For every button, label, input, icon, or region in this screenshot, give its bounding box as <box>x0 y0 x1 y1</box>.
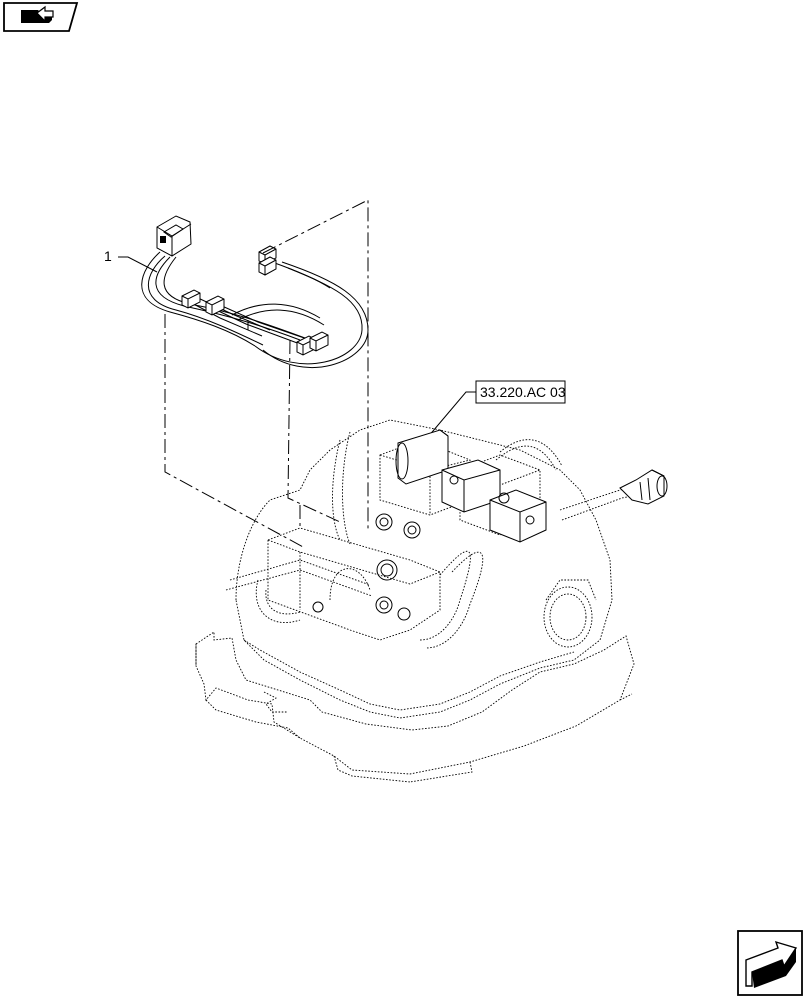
harness-connector-b <box>205 295 225 316</box>
callout-label-1: 1 <box>104 248 112 264</box>
assembly-lines <box>164 199 369 549</box>
callout-item-1 <box>118 256 158 273</box>
next-page-arrow-icon[interactable] <box>737 930 803 996</box>
harness-connector-c <box>258 245 277 276</box>
wiring-harness <box>141 215 369 368</box>
book-arrow-icon[interactable] <box>3 2 79 32</box>
valve-components <box>312 429 668 621</box>
harness-connector-a <box>181 289 201 309</box>
harness-main-connector <box>156 215 192 257</box>
harness-connector-d <box>296 331 329 356</box>
reference-label[interactable]: 33.220.AC 03 <box>480 384 566 400</box>
reference-box[interactable] <box>421 380 566 445</box>
